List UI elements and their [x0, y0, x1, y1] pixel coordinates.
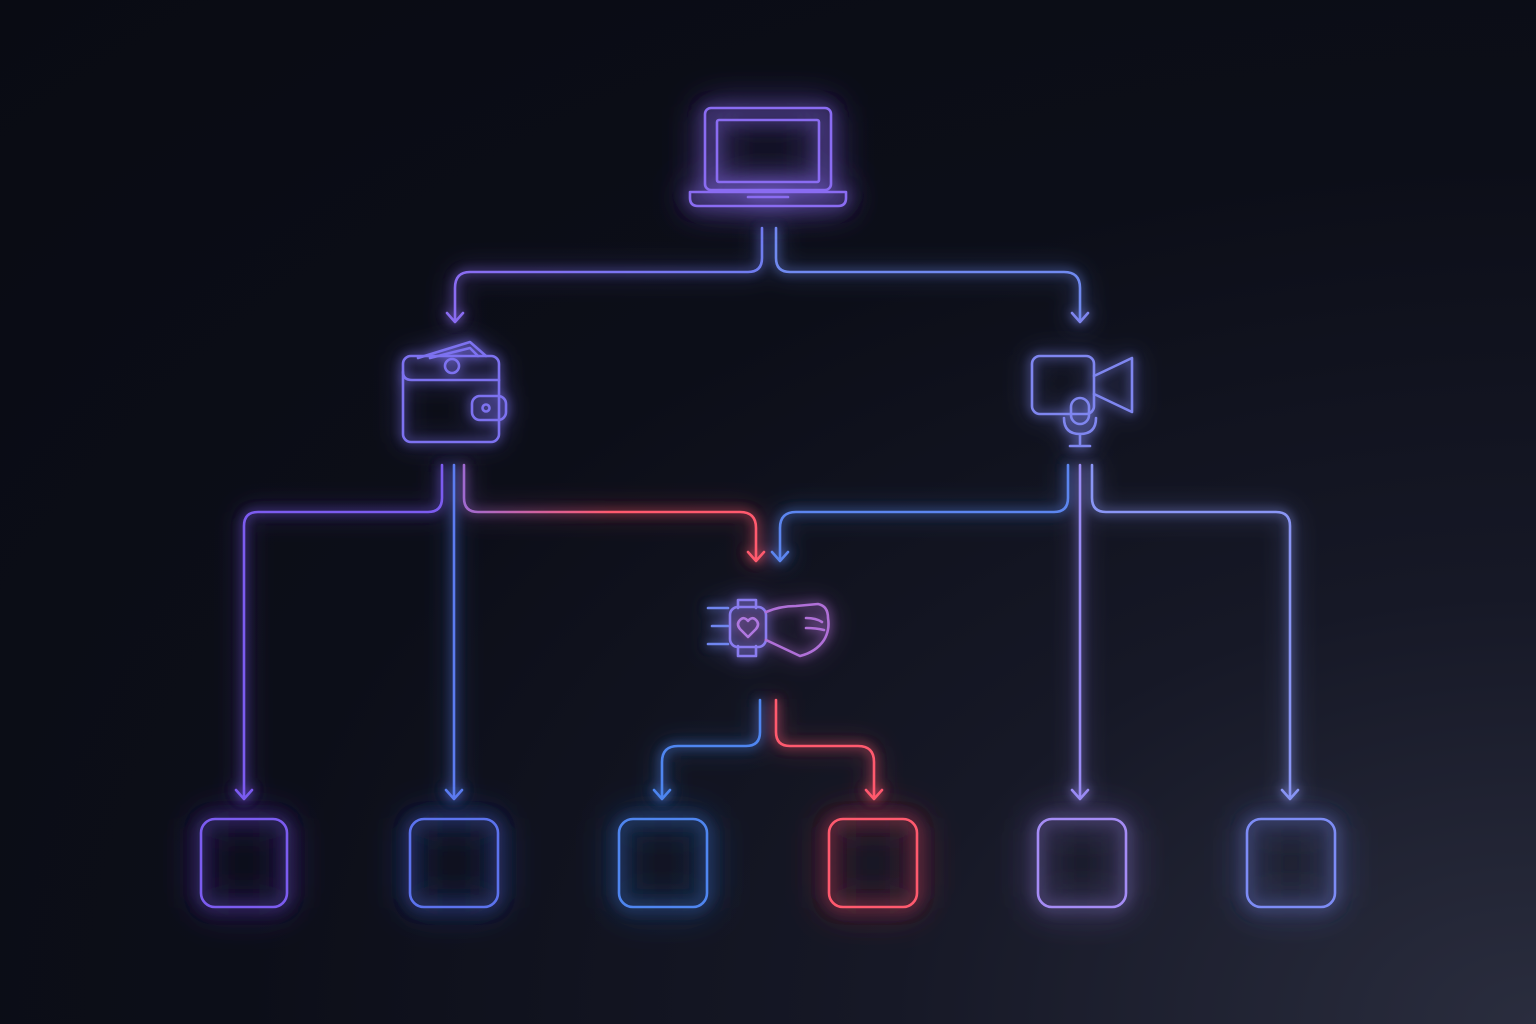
- box-1: [199, 817, 289, 909]
- laptop-icon: [688, 106, 848, 208]
- edge-wallet-watch: [462, 463, 758, 560]
- box-6: [1245, 817, 1337, 909]
- box-3: [617, 817, 709, 909]
- edge-wallet-box-1: [242, 463, 444, 798]
- arrowhead-wallet: [445, 311, 465, 324]
- edge-camera-watch: [778, 463, 1070, 560]
- smartwatch-heart-icon: [706, 598, 830, 658]
- arrowhead-box-4: [864, 788, 884, 801]
- box-2: [408, 817, 500, 909]
- arrowhead-watch-right: [770, 550, 790, 563]
- arrowhead-box-1: [234, 788, 254, 801]
- wallet-icon: [401, 340, 508, 444]
- edge-watch-box-3: [660, 698, 762, 798]
- arrowhead-box-2: [444, 788, 464, 801]
- edge-laptop-camera: [774, 226, 1082, 322]
- arrowhead-camera: [1070, 311, 1090, 324]
- arrowhead-box-3: [652, 788, 672, 801]
- arrowhead-box-6: [1280, 788, 1300, 801]
- edge-laptop-wallet: [453, 226, 764, 322]
- arrowhead-box-5: [1070, 788, 1090, 801]
- box-4: [827, 817, 919, 909]
- video-camera-microphone-icon: [1030, 354, 1134, 448]
- edge-watch-box-4: [774, 698, 876, 798]
- arrowhead-watch-left: [746, 550, 766, 563]
- edge-camera-box-6: [1090, 463, 1292, 798]
- box-5: [1036, 817, 1128, 909]
